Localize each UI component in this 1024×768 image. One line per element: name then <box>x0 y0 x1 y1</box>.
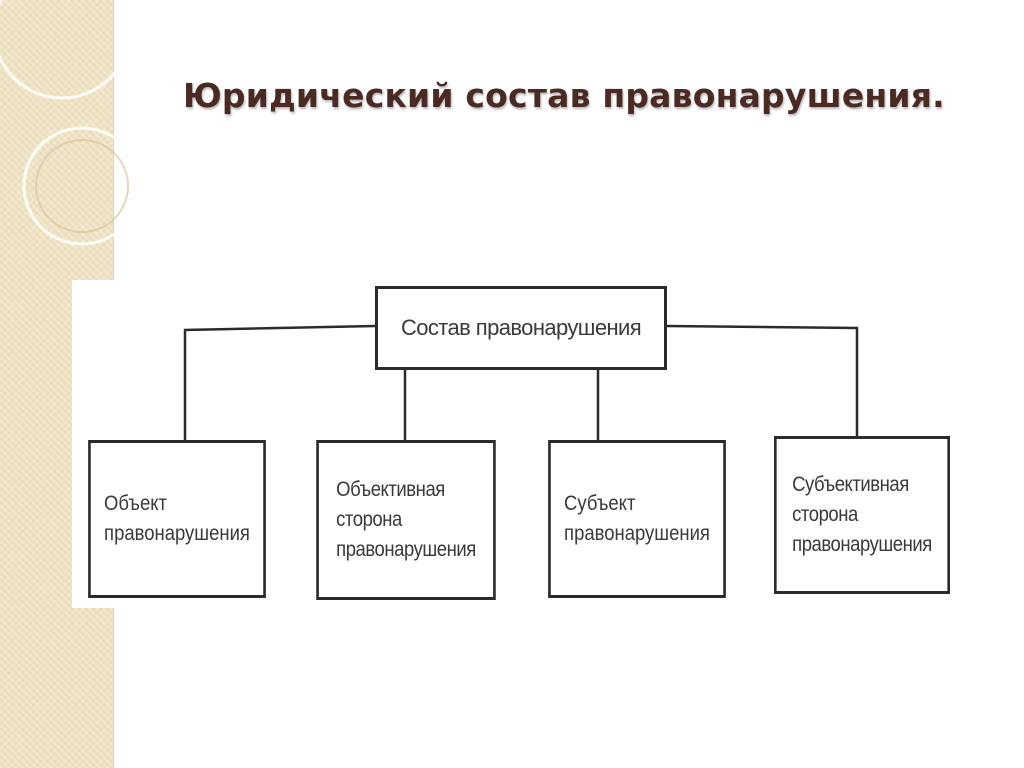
node-object: Объект правонарушения <box>88 440 266 598</box>
node-objective-side-label: Объективная сторона правонарушения <box>336 478 476 561</box>
slide-title: Юридический состав правонарушения. <box>183 76 945 115</box>
node-subject: Субъект правонарушения <box>548 440 726 598</box>
node-objective-side: Объективная сторона правонарушения <box>316 440 496 600</box>
diagram-connectors <box>183 324 859 440</box>
node-object-label: Объект правонарушения <box>104 492 250 545</box>
root-node-label: Состав правонарушения <box>400 315 642 341</box>
hierarchy-diagram: Состав правонарушения Объект правонаруше… <box>72 280 974 608</box>
node-subjective-side: Субъективная сторона правонарушения <box>774 436 950 594</box>
connector-subjective <box>666 324 859 436</box>
node-subjective-side-label: Субъективная сторона правонарушения <box>792 473 932 556</box>
root-node: Состав правонарушения <box>375 286 667 370</box>
decorative-circles <box>0 0 142 246</box>
node-subject-label: Субъект правонарушения <box>564 492 710 545</box>
connector-object <box>183 324 376 440</box>
